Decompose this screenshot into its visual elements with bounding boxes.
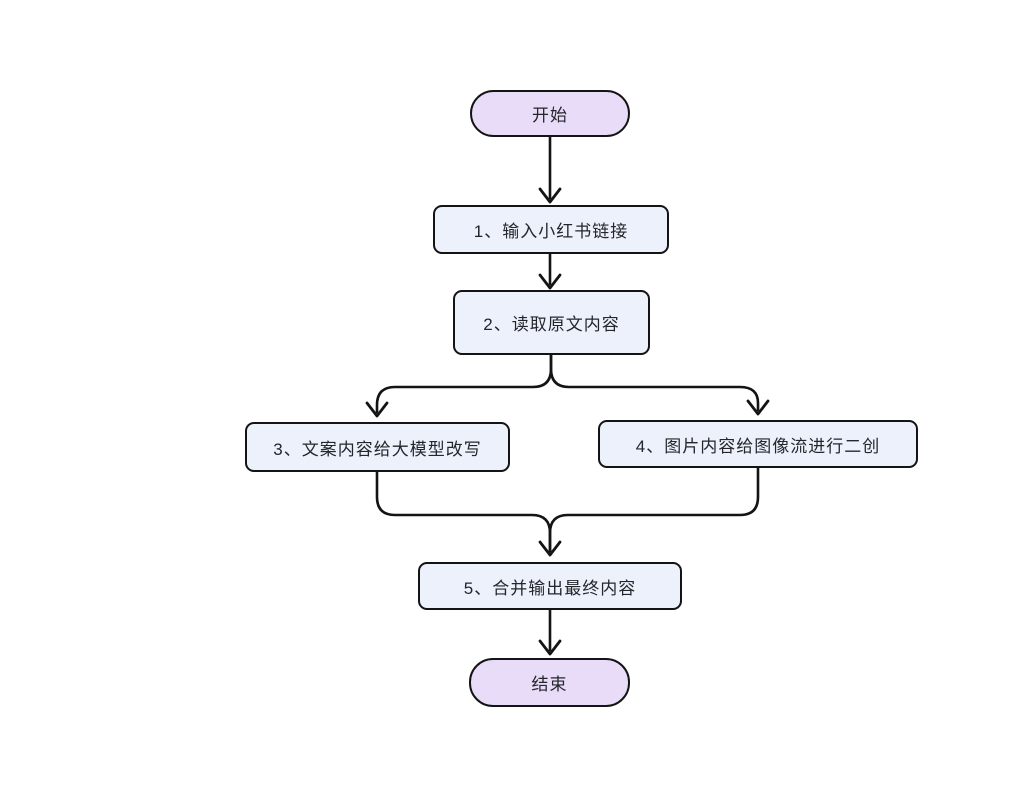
- arrowhead-step5: [538, 540, 562, 557]
- flow-node-start: 开始: [470, 90, 630, 137]
- flow-node-step-4-label: 4、图片内容给图像流进行二创: [635, 436, 881, 456]
- arrowhead-step1: [538, 187, 562, 204]
- edge-step2-step4: [549, 353, 760, 412]
- edge-step4-step5: [548, 466, 760, 553]
- arrowhead-end: [538, 639, 562, 656]
- flow-node-start-label: 开始: [532, 106, 568, 125]
- flow-node-step-5-label: 5、合并输出最终内容: [463, 578, 637, 598]
- flow-node-step-3: 3、文案内容给大模型改写: [245, 422, 510, 472]
- flow-node-step-2-label: 2、读取原文内容: [483, 315, 620, 334]
- flow-node-step-1-label: 1、输入小红书链接: [473, 222, 629, 241]
- flow-node-step-1: 1、输入小红书链接: [433, 205, 669, 254]
- flow-node-end: 结束: [469, 658, 630, 707]
- flow-node-step-2: 2、读取原文内容: [453, 290, 650, 355]
- arrowhead-step4: [746, 399, 770, 416]
- flow-node-step-3-label: 3、文案内容给大模型改写: [273, 439, 482, 459]
- edge-step3-step5: [375, 470, 552, 553]
- arrowhead-step3: [365, 401, 389, 418]
- edge-step2-step3: [375, 353, 553, 414]
- flow-node-step-5: 5、合并输出最终内容: [418, 562, 682, 610]
- flow-node-end-label: 结束: [531, 675, 568, 694]
- arrowhead-step2: [538, 273, 562, 290]
- flow-node-step-4: 4、图片内容给图像流进行二创: [598, 420, 918, 468]
